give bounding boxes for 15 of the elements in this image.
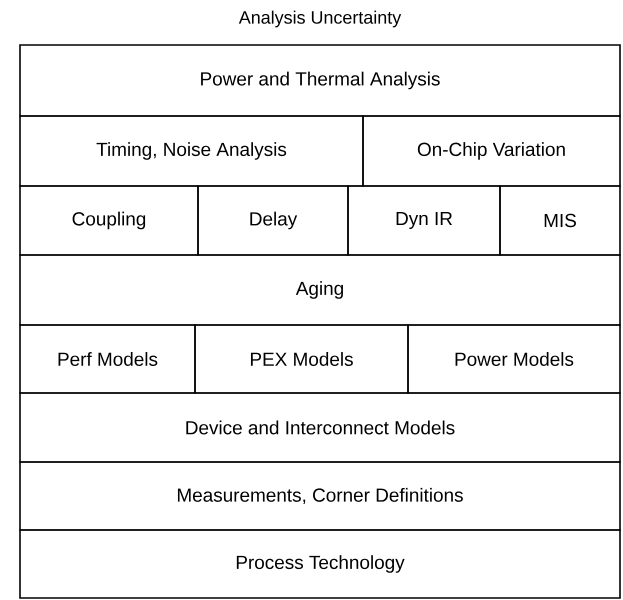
layer-box: Aging xyxy=(19,254,621,326)
layer-box: Coupling xyxy=(19,185,199,256)
layer-box: PEX Models xyxy=(194,324,409,394)
layer-box: MIS xyxy=(499,185,621,256)
layer-box: Timing, Noise Analysis xyxy=(19,115,364,187)
layer-box: Power Models xyxy=(407,324,621,394)
layer-box: On-Chip Variation xyxy=(362,115,621,187)
layer-box: Measurements, Corner Definitions xyxy=(19,461,621,531)
layer-box: Device and Interconnect Models xyxy=(19,392,621,463)
layer-box: Process Technology xyxy=(19,529,621,599)
layer-box: Perf Models xyxy=(19,324,196,394)
title: Analysis Uncertainty xyxy=(238,10,402,28)
layer-box: Dyn IR xyxy=(347,185,501,256)
layer-box: Delay xyxy=(197,185,349,256)
layer-box: Power and Thermal Analysis xyxy=(19,44,621,117)
